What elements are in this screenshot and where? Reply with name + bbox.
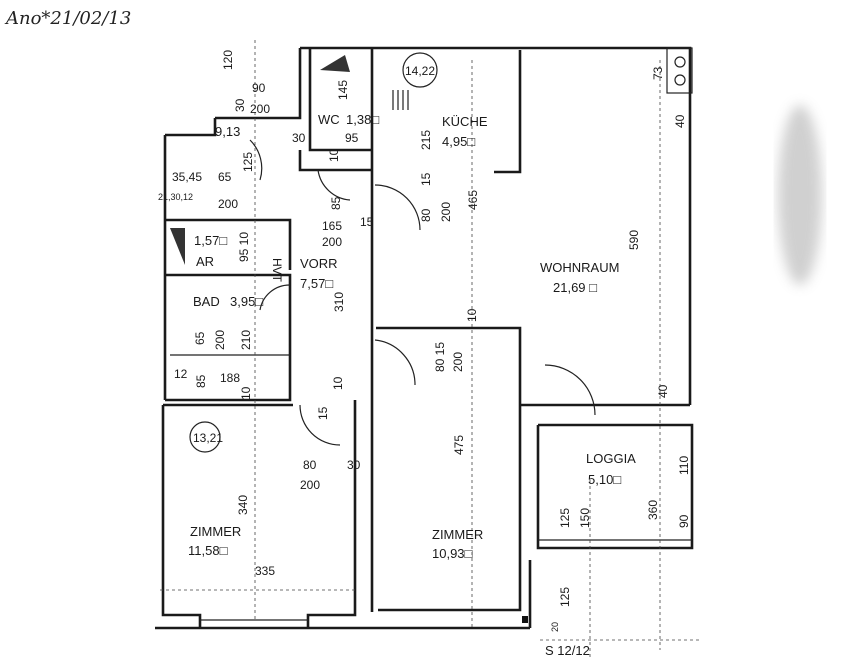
dimension-label: 65 [193,331,207,345]
room-marker-circle [402,52,438,88]
room-name-storage: AR [196,254,214,269]
walls [155,46,694,630]
dimension-label: 110 [677,456,691,475]
room-area-storage: 1,57□ [194,233,227,248]
dimension-label: 200 [322,235,342,249]
dimension-label: 10 [465,308,479,322]
dimension-label: 30 [292,131,306,145]
room-area-living: 21,69 □ [553,280,597,295]
room-area-wc: 1,38□ [346,112,379,127]
room-name-kitchen: KÜCHE [442,114,488,129]
handwritten-note: Ano*21/02/13 [4,8,131,29]
dimension-label: 120 [221,50,235,70]
dimension-label: 95 [345,131,359,145]
dimension-label: 15 [419,172,433,186]
dimension-label: 80 [419,208,433,222]
dimension-labels: 90 200 120 30 125 35,45 65 200 21,30,12 … [158,50,691,632]
dimension-label: 475 [452,435,466,455]
dimension-label: 10 [239,386,253,400]
room-name-wc: WC [318,112,340,127]
dimension-label: 10 [327,148,341,162]
dimension-label: 125 [558,508,572,528]
dimension-label: 30 [233,98,247,112]
room-area-bath: 3,95□ [230,294,263,309]
dimension-label: 10 [331,376,345,390]
dimension-label: 90 [252,81,266,95]
dimension-label: 15 [360,215,374,229]
room-area-hall: 7,57□ [300,276,333,291]
dimension-label: 200 [213,330,227,350]
stair-mark: S 12/12 [545,643,590,658]
dimension-label: 200 [250,102,270,116]
dimension-label: 590 [627,230,641,250]
scan-noise [778,105,822,285]
dimension-label: 310 [332,292,346,312]
dimension-label: 73 [651,66,665,80]
room-area-room1: 11,58□ [188,543,228,558]
room-name-room2: ZIMMER [432,527,483,542]
dimension-label: 80 [303,458,317,472]
room-area-kitchen: 4,95□ [442,134,475,149]
room-name-bath: BAD [193,294,220,309]
dimension-label: 85 [194,374,208,388]
dimension-label: 80 15 [433,342,447,372]
dimension-label: 20 [550,622,560,632]
dimension-label: 200 [439,202,453,222]
dimension-label: 21,30,12 [158,192,193,202]
room-name-living: WOHNRAUM [540,260,619,275]
dimension-label: 125 [558,587,572,607]
dimension-label: 165 [322,219,342,233]
dimension-label: 125 [241,152,255,172]
dimension-label: 85 [329,196,343,210]
room-name-room1: ZIMMER [190,524,241,539]
dimension-lines [160,40,700,660]
dimension-label: 335 [255,564,275,578]
room-name-loggia: LOGGIA [586,451,636,466]
dimension-label: 150 [578,508,592,528]
dimension-label: 40 [656,384,670,398]
circled-number: 13,21 [193,431,223,445]
dimension-label: 200 [218,197,238,211]
dimension-label: 145 [336,80,350,100]
dimension-label: 90 [677,514,691,528]
room-area-room2: 10,93□ [432,546,473,561]
dimension-label: 15 [316,406,330,420]
dimension-label: 12 [174,367,188,381]
dimension-label: 40 [673,114,687,128]
level-mark: 9,13 [215,124,240,139]
door-swings [249,139,596,446]
dimension-label: 340 [236,495,250,515]
circled-number: 14,22 [405,64,435,78]
dimension-label: 65 [218,170,232,184]
dimension-label: 215 [419,130,433,150]
hvt-label: HVT [270,258,284,283]
dimension-label: 360 [646,500,660,520]
room-area-loggia: 5,10□ [588,472,621,487]
dimension-label: 95 10 [237,232,251,262]
room-name-hall: VORR [300,256,338,271]
dimension-label: 35,45 [172,170,202,184]
dimension-label: 30 [347,458,361,472]
dimension-label: 200 [451,352,465,372]
dimension-label: 200 [300,478,320,492]
dimension-label: 188 [220,371,240,385]
room-labels: KÜCHE 4,95□ WOHNRAUM 21,69 □ VORR 7,57□ … [188,112,636,561]
dimension-label: 210 [239,330,253,350]
dimension-label: 465 [466,190,480,210]
room-marker-circle [189,421,221,453]
